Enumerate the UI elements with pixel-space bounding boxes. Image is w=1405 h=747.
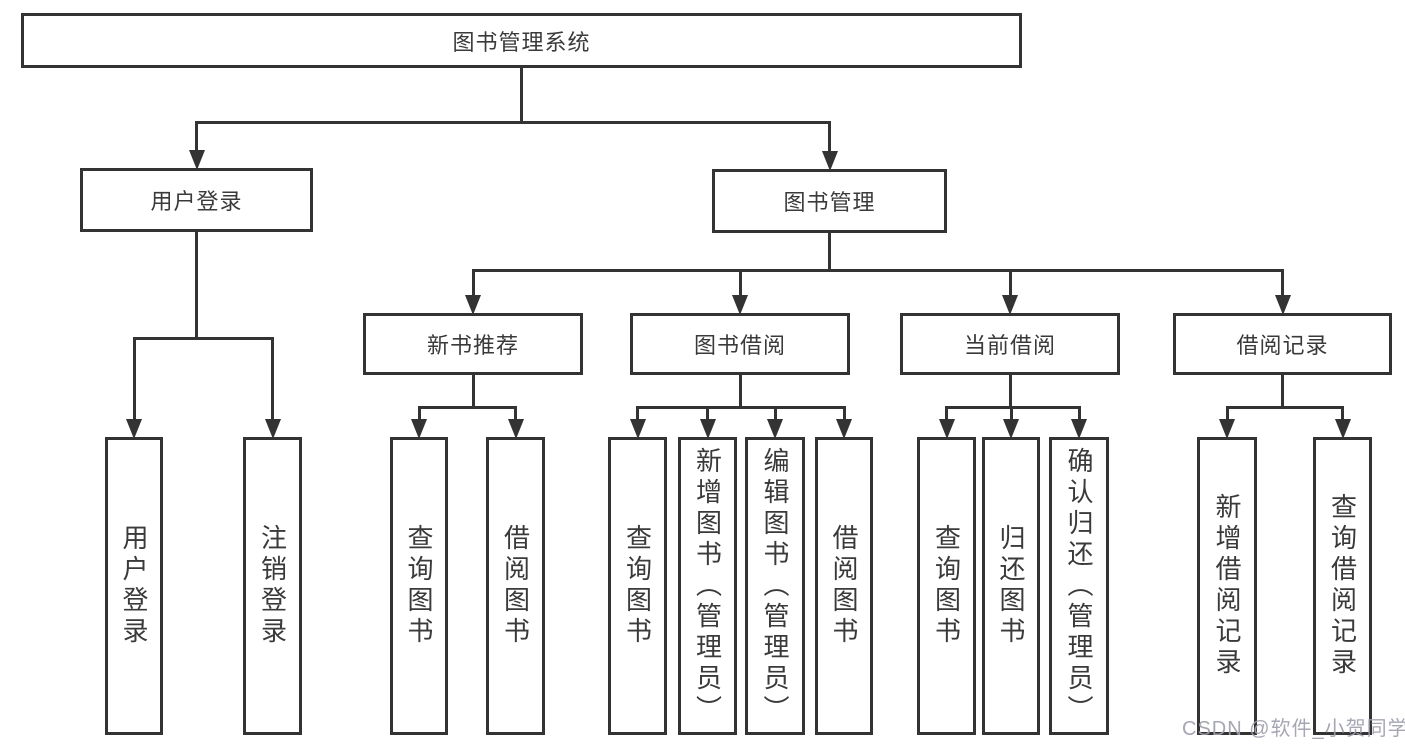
node-current-borrow: 当前借阅 bbox=[900, 313, 1120, 375]
connector-stub-borrow-record bbox=[1281, 270, 1284, 295]
node-label-bb-add-book: 新增图书（管理员） bbox=[692, 446, 723, 726]
node-borrow-record: 借阅记录 bbox=[1173, 313, 1392, 375]
connector-drop-book-borrow bbox=[738, 375, 742, 409]
arrowhead-book-management bbox=[821, 151, 838, 171]
node-bb-add-book: 新增图书（管理员） bbox=[678, 437, 737, 735]
csdn-watermark: CSDN @软件_小贺同学 bbox=[1182, 718, 1405, 740]
connector-bar-borrow-record bbox=[1225, 405, 1344, 409]
arrowhead-cb-return-book bbox=[1003, 419, 1019, 439]
connector-stub-bb-query-book bbox=[636, 407, 639, 419]
connector-stub-book-management bbox=[828, 122, 831, 151]
arrowhead-bb-borrow-book bbox=[836, 419, 852, 439]
connector-stub-cb-return-book bbox=[1009, 407, 1013, 419]
connector-bar-current-borrow bbox=[945, 405, 1081, 409]
node-label-br-query-record: 查询借阅记录 bbox=[1327, 493, 1358, 679]
arrowhead-br-query-record bbox=[1334, 419, 1351, 439]
connector-stub-cb-query-book bbox=[945, 407, 948, 419]
node-book-borrow: 图书借阅 bbox=[630, 313, 850, 375]
node-cb-confirm-return: 确认归还（管理员） bbox=[1049, 437, 1109, 735]
node-label-br-add-record: 新增借阅记录 bbox=[1212, 493, 1242, 679]
connector-bar-user-login bbox=[132, 336, 274, 340]
arrowhead-user-login-action bbox=[126, 419, 142, 439]
connector-drop-new-book-recommend bbox=[471, 375, 475, 409]
connector-stub-current-borrow bbox=[1008, 270, 1012, 295]
node-cb-query-book: 查询图书 bbox=[917, 437, 976, 735]
node-bb-edit-book: 编辑图书（管理员） bbox=[745, 437, 805, 735]
node-label-user-login-action: 用户登录 bbox=[119, 524, 149, 648]
arrowhead-new-book-recommend bbox=[465, 295, 481, 315]
node-label-bb-edit-book: 编辑图书（管理员） bbox=[760, 446, 790, 726]
node-br-add-record: 新增借阅记录 bbox=[1197, 437, 1257, 735]
arrowhead-bb-query-book bbox=[629, 419, 646, 439]
arrowhead-br-add-record bbox=[1219, 419, 1235, 439]
connector-stub-logout-action bbox=[271, 338, 274, 419]
node-label-root: 图书管理系统 bbox=[452, 29, 591, 55]
arrowhead-cb-query-book bbox=[938, 419, 955, 439]
node-book-management: 图书管理 bbox=[712, 169, 947, 233]
arrowhead-user-login bbox=[188, 150, 205, 170]
connector-bar-root bbox=[195, 120, 831, 124]
node-label-user-login: 用户登录 bbox=[150, 189, 243, 214]
arrowhead-nbr-query-book bbox=[411, 419, 427, 439]
node-cb-return-book: 归还图书 bbox=[982, 437, 1040, 735]
connector-stub-user-login bbox=[195, 122, 198, 150]
connector-bar-book-management bbox=[471, 268, 1284, 272]
node-bb-borrow-book: 借阅图书 bbox=[815, 437, 873, 735]
connector-bar-new-book-recommend bbox=[417, 405, 517, 409]
node-logout-action: 注销登录 bbox=[243, 437, 302, 735]
connector-drop-book-management bbox=[828, 233, 831, 272]
node-label-current-borrow: 当前借阅 bbox=[963, 333, 1056, 358]
connector-stub-bb-add-book bbox=[706, 407, 709, 419]
node-br-query-record: 查询借阅记录 bbox=[1313, 437, 1372, 735]
connector-stub-new-book-recommend bbox=[471, 270, 475, 295]
node-nbr-borrow-book: 借阅图书 bbox=[486, 437, 545, 735]
node-label-logout-action: 注销登录 bbox=[257, 524, 288, 648]
node-root: 图书管理系统 bbox=[21, 13, 1022, 68]
arrowhead-bb-add-book bbox=[699, 419, 716, 439]
connector-stub-cb-confirm-return bbox=[1077, 407, 1081, 419]
connector-stub-br-add-record bbox=[1225, 407, 1229, 419]
connector-stub-bb-borrow-book bbox=[842, 407, 846, 419]
arrowhead-current-borrow bbox=[1002, 295, 1018, 315]
node-label-cb-query-book: 查询图书 bbox=[931, 524, 962, 648]
node-label-book-management: 图书管理 bbox=[783, 190, 876, 215]
connector-drop-current-borrow bbox=[1008, 375, 1012, 409]
connector-stub-nbr-query-book bbox=[417, 407, 421, 419]
node-new-book-recommend: 新书推荐 bbox=[363, 313, 583, 375]
connector-stub-bb-edit-book bbox=[773, 407, 777, 419]
node-label-cb-return-book: 归还图书 bbox=[996, 524, 1026, 648]
arrowhead-nbr-borrow-book bbox=[507, 419, 524, 439]
arrowhead-book-borrow bbox=[732, 295, 748, 315]
node-nbr-query-book: 查询图书 bbox=[390, 437, 448, 735]
connector-stub-nbr-borrow-book bbox=[514, 407, 517, 419]
arrowhead-cb-confirm-return bbox=[1071, 419, 1087, 439]
connector-stub-br-query-record bbox=[1341, 407, 1344, 419]
node-bb-query-book: 查询图书 bbox=[608, 437, 667, 735]
connector-stub-book-borrow bbox=[738, 270, 742, 295]
node-label-bb-query-book: 查询图书 bbox=[622, 524, 653, 648]
node-label-new-book-recommend: 新书推荐 bbox=[426, 333, 519, 358]
connector-drop-root bbox=[520, 68, 523, 124]
connector-drop-borrow-record bbox=[1281, 375, 1284, 409]
arrowhead-logout-action bbox=[264, 419, 281, 439]
node-user-login-action: 用户登录 bbox=[105, 437, 163, 735]
arrowhead-borrow-record bbox=[1274, 295, 1291, 315]
node-label-cb-confirm-return: 确认归还（管理员） bbox=[1064, 446, 1094, 726]
connector-bar-book-borrow bbox=[636, 405, 846, 409]
node-user-login: 用户登录 bbox=[80, 168, 313, 232]
node-label-nbr-borrow-book: 借阅图书 bbox=[500, 524, 531, 648]
node-label-borrow-record: 借阅记录 bbox=[1236, 333, 1329, 358]
connector-stub-user-login-action bbox=[132, 338, 136, 419]
connector-drop-user-login bbox=[195, 232, 198, 340]
node-label-nbr-query-book: 查询图书 bbox=[404, 524, 434, 648]
arrowhead-bb-edit-book bbox=[767, 419, 783, 439]
node-label-book-borrow: 图书借阅 bbox=[693, 333, 786, 358]
node-label-bb-borrow-book: 借阅图书 bbox=[829, 524, 859, 648]
